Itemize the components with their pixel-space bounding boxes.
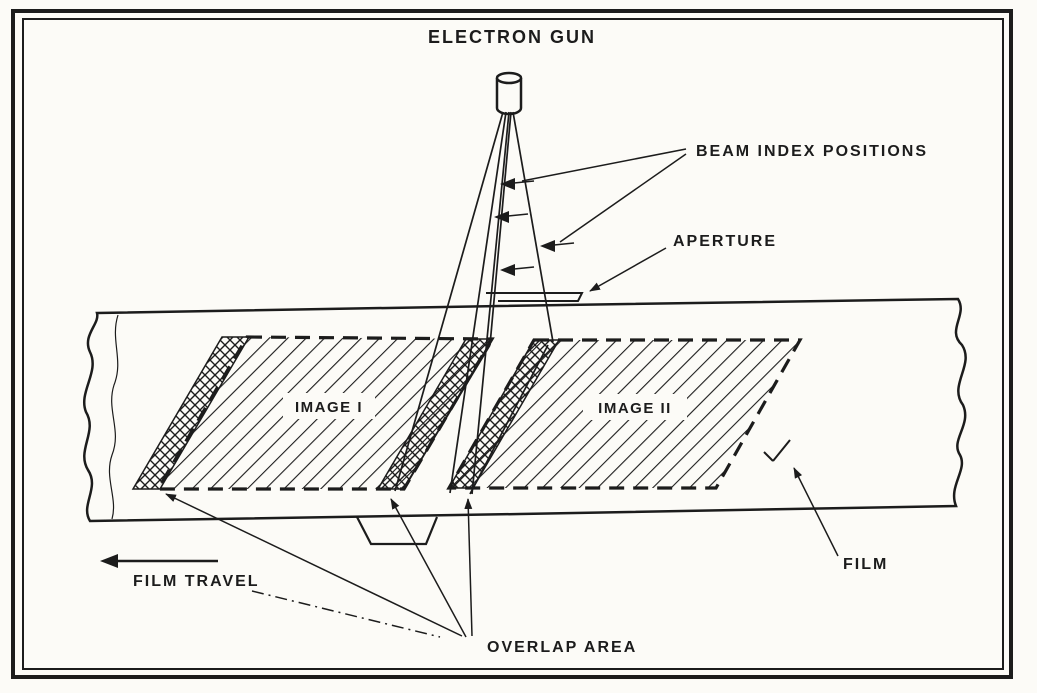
leader-overlap-2 — [390, 498, 467, 638]
aperture-plate — [356, 292, 584, 546]
film-travel-label: FILM TRAVEL — [133, 573, 260, 590]
aperture-gate-below-film — [356, 516, 439, 546]
film-label: FILM — [843, 556, 888, 573]
beam-index-arrows — [494, 178, 575, 276]
image-2-label: IMAGE II — [598, 400, 672, 417]
film-tick-mark — [763, 439, 791, 462]
image-1-label-box — [283, 393, 375, 419]
leader-lines — [165, 148, 839, 638]
beam-index-positions-label: BEAM INDEX POSITIONS — [696, 143, 928, 160]
beam-index-arrow-4 — [500, 264, 535, 276]
leader-beam-index-1 — [521, 148, 687, 182]
beam-lines — [394, 111, 554, 495]
film-travel-arrow — [100, 554, 218, 568]
leader-overlap-1 — [165, 493, 463, 637]
beam-index-arrow-2 — [494, 211, 529, 223]
leader-overlap-3 — [464, 498, 473, 637]
leader-dash-dot — [251, 590, 441, 638]
beam-index-arrow-1 — [500, 178, 535, 190]
figure-border — [11, 9, 1013, 679]
image-2-label-box — [583, 394, 687, 420]
leader-film — [793, 467, 839, 557]
leader-aperture — [589, 247, 667, 292]
electron-gun-label: ELECTRON GUN — [428, 27, 596, 47]
overlap-area-label: OVERLAP AREA — [487, 639, 637, 656]
beam-index-arrow-3 — [540, 240, 575, 252]
overlap-strip-left — [131, 336, 251, 490]
image-1-label: IMAGE I — [295, 399, 363, 416]
aperture-label: APERTURE — [673, 233, 777, 250]
electron-gun-shape — [495, 71, 523, 116]
leader-beam-index-2 — [559, 153, 687, 243]
